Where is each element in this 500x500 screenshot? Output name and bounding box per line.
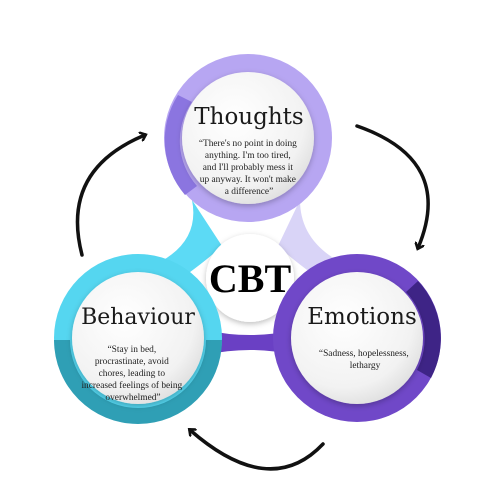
arrow-emotions-to-behaviour xyxy=(190,430,325,471)
thoughts-quote: “There's no point in doing anything. I'm… xyxy=(199,139,299,197)
emotions-disc xyxy=(291,272,423,404)
behaviour-quote-line: overwhelmed” xyxy=(105,393,160,403)
center-hub: CBT xyxy=(206,234,294,322)
emotions-ring-shade xyxy=(406,281,441,378)
behaviour-ring-shade xyxy=(54,340,222,424)
center-label: CBT xyxy=(209,256,292,301)
emotions-title: Emotions xyxy=(307,304,417,330)
behaviour-quote-line: chores, leading to xyxy=(99,369,166,379)
behaviour-quote: “Stay in bed, procrastinate, avoid chore… xyxy=(81,345,184,403)
behaviour-title: Behaviour xyxy=(81,305,195,330)
thoughts-disc xyxy=(182,72,314,204)
connector-behaviour-emotions xyxy=(205,330,295,355)
emotions-quote-line: “Sadness, hopelessness, xyxy=(319,349,409,359)
thoughts-ring-shade xyxy=(164,95,197,195)
thoughts-quote-line: and I'll probably mess it xyxy=(203,163,294,173)
behaviour-disc xyxy=(72,272,204,404)
arrow-thoughts-to-emotions xyxy=(355,124,430,248)
thoughts-quote-line: a difference” xyxy=(225,186,274,197)
node-behaviour: Behaviour “Stay in bed, procrastinate, a… xyxy=(54,254,222,424)
thoughts-title: Thoughts xyxy=(194,104,303,130)
behaviour-quote-line: procrastinate, avoid xyxy=(95,357,169,367)
behaviour-quote-line: increased feelings of being xyxy=(81,380,182,391)
behaviour-quote-line: “Stay in bed, xyxy=(107,345,156,355)
emotions-quote: “Sadness, hopelessness, lethargy xyxy=(319,349,411,371)
arrow-behaviour-to-thoughts xyxy=(75,135,145,257)
node-emotions: Emotions “Sadness, hopelessness, letharg… xyxy=(273,254,441,422)
thoughts-quote-line: “There's no point in doing xyxy=(199,139,297,149)
emotions-quote-line: lethargy xyxy=(350,361,381,371)
node-thoughts: Thoughts “There's no point in doing anyt… xyxy=(164,54,332,222)
thoughts-quote-line: anything. I'm too tired, xyxy=(205,151,291,161)
thoughts-quote-line: up anyway. It won't make xyxy=(200,175,296,185)
